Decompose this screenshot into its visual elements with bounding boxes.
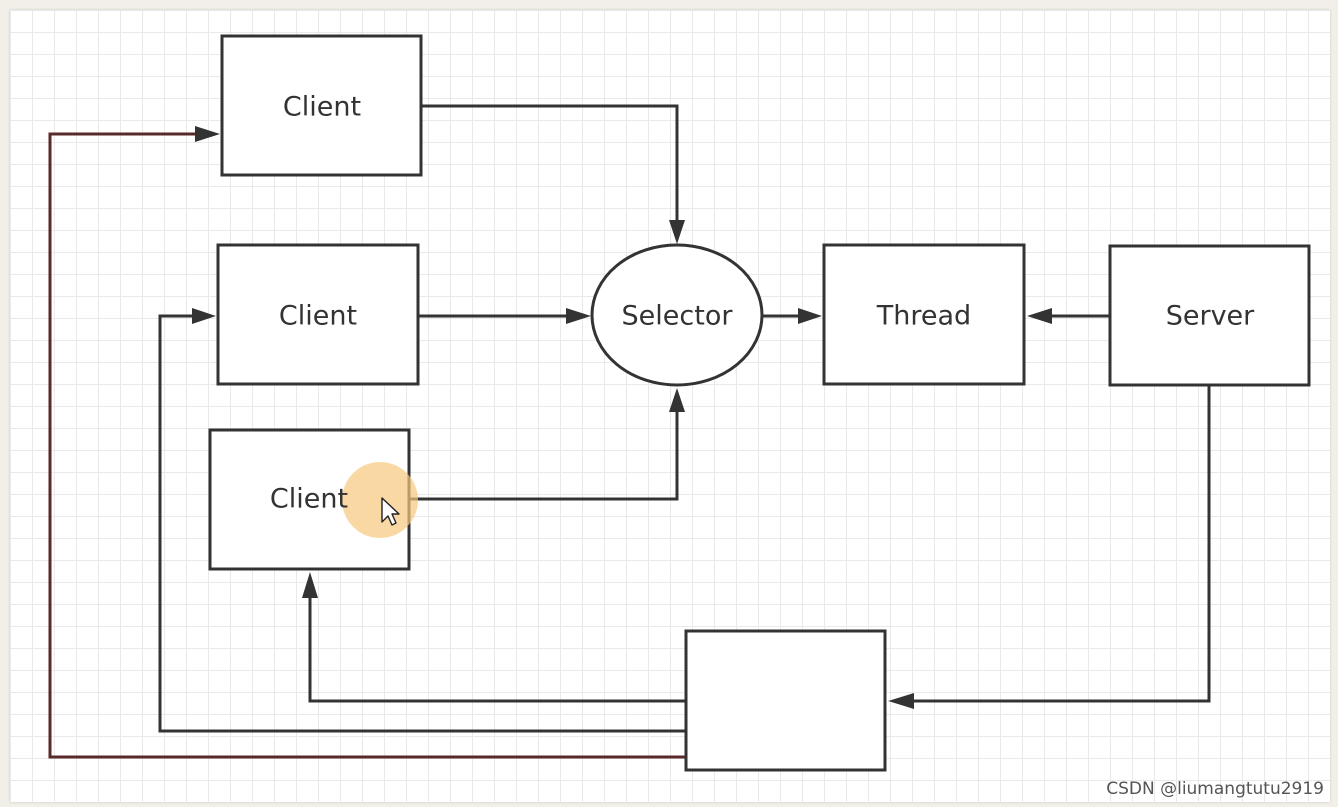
node-client-low: Client <box>208 428 418 571</box>
edge-box-to-client-top <box>48 132 685 759</box>
arrowhead-icon <box>888 693 914 709</box>
edge-client-low-to-selector <box>409 410 679 501</box>
watermark: CSDN @liumangtutu2919 <box>1106 779 1324 799</box>
node-label: Server <box>1166 301 1255 332</box>
arrowhead-icon <box>192 308 216 324</box>
arrowhead-icon <box>195 126 220 142</box>
edge-box-to-client-low <box>308 596 685 703</box>
edge-client-top-to-selector <box>421 104 679 222</box>
node-server: Server <box>1108 244 1311 387</box>
edge-box-to-client-mid <box>158 314 685 733</box>
node-selector: Selector <box>590 243 764 387</box>
node-client-top: Client <box>220 34 423 177</box>
arrowhead-icon <box>669 388 685 412</box>
arrowhead-icon <box>669 220 685 244</box>
cursor-highlight <box>342 462 418 538</box>
mouse-pointer-icon <box>381 497 400 526</box>
arrowhead-icon <box>1027 308 1052 324</box>
edge-server-to-box <box>912 385 1211 703</box>
arrowhead-icon <box>566 308 591 324</box>
node-label: Client <box>270 484 348 515</box>
node-thread: Thread <box>822 243 1026 386</box>
node-label: Client <box>283 92 361 123</box>
arrowhead-icon <box>302 572 318 598</box>
node-label: Selector <box>622 301 734 332</box>
node-label: Client <box>279 301 357 332</box>
node-label: Thread <box>876 301 971 332</box>
node-unlabeled-box <box>684 629 887 772</box>
node-client-mid: Client <box>216 243 420 386</box>
arrowhead-icon <box>798 308 822 324</box>
